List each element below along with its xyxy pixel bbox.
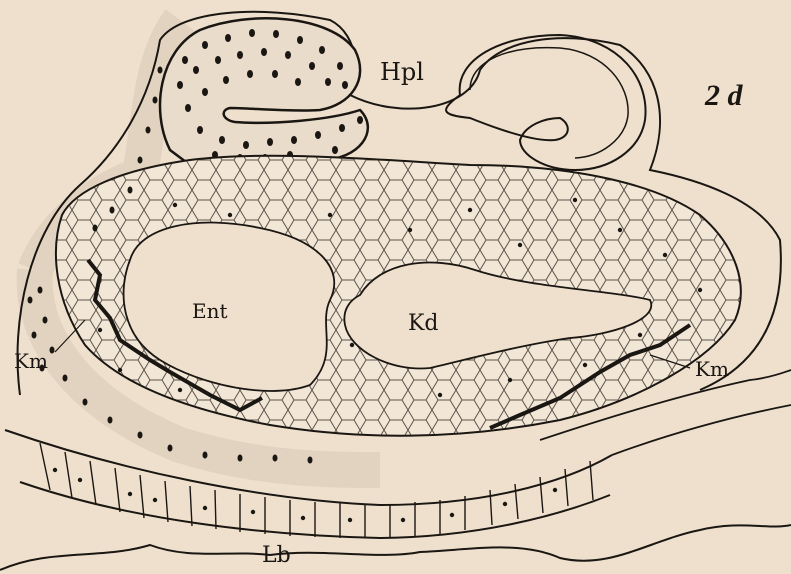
- label-hpl: Hpl: [380, 58, 424, 86]
- label-lb: Lb: [262, 543, 291, 568]
- label-km-left: Km: [14, 349, 48, 373]
- label-ent: Ent: [192, 299, 228, 323]
- label-km-right: Km: [695, 357, 729, 381]
- hpl-structure: [160, 18, 368, 167]
- figure-number: 2 d: [704, 79, 744, 112]
- label-kd: Kd: [408, 311, 439, 336]
